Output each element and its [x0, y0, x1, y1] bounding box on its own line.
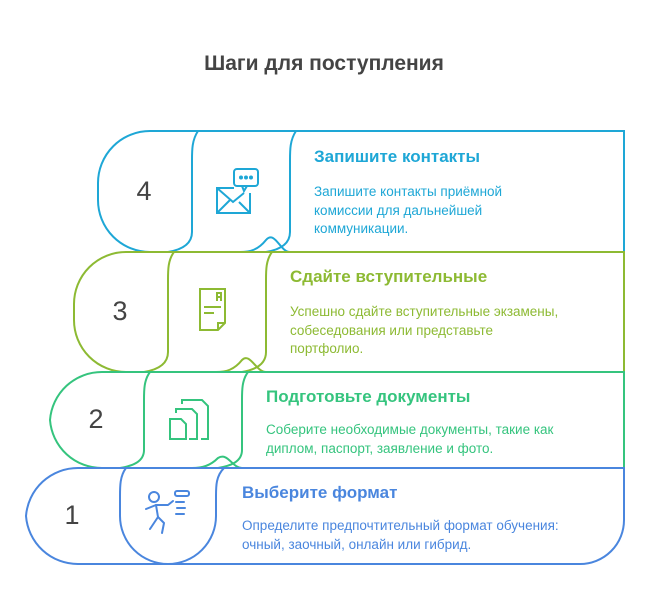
step-2-frame [48, 370, 625, 470]
step-4-frame [97, 130, 625, 253]
step-1-number: 1 [64, 500, 80, 530]
envelope-chat-icon [216, 168, 259, 214]
step-4-description: Запишите контакты приёмной комиссии для … [314, 184, 503, 236]
diagram-title: Шаги для поступления [204, 52, 444, 75]
step-2-description: Соберите необходимые документы, такие ка… [266, 422, 554, 456]
step-2-title: Подготовьте документы [266, 387, 471, 406]
step-1-frame [24, 466, 625, 566]
documents-stack-icon [169, 399, 209, 440]
step-4-number: 4 [136, 176, 152, 206]
step-3-number: 3 [112, 296, 128, 326]
document-grade-icon [199, 288, 226, 331]
step-2-number: 2 [88, 404, 104, 434]
step-1-description: Определите предпочтительный формат обуче… [242, 518, 559, 552]
person-running-icon [145, 490, 190, 534]
step-3-frame [73, 251, 625, 373]
step-1-title: Выберите формат [242, 483, 398, 502]
step-3-title: Сдайте вступительные [290, 267, 488, 286]
step-4-title: Запишите контакты [314, 147, 481, 166]
step-3-description: Успешно сдайте вступительные экзамены, с… [290, 304, 559, 356]
